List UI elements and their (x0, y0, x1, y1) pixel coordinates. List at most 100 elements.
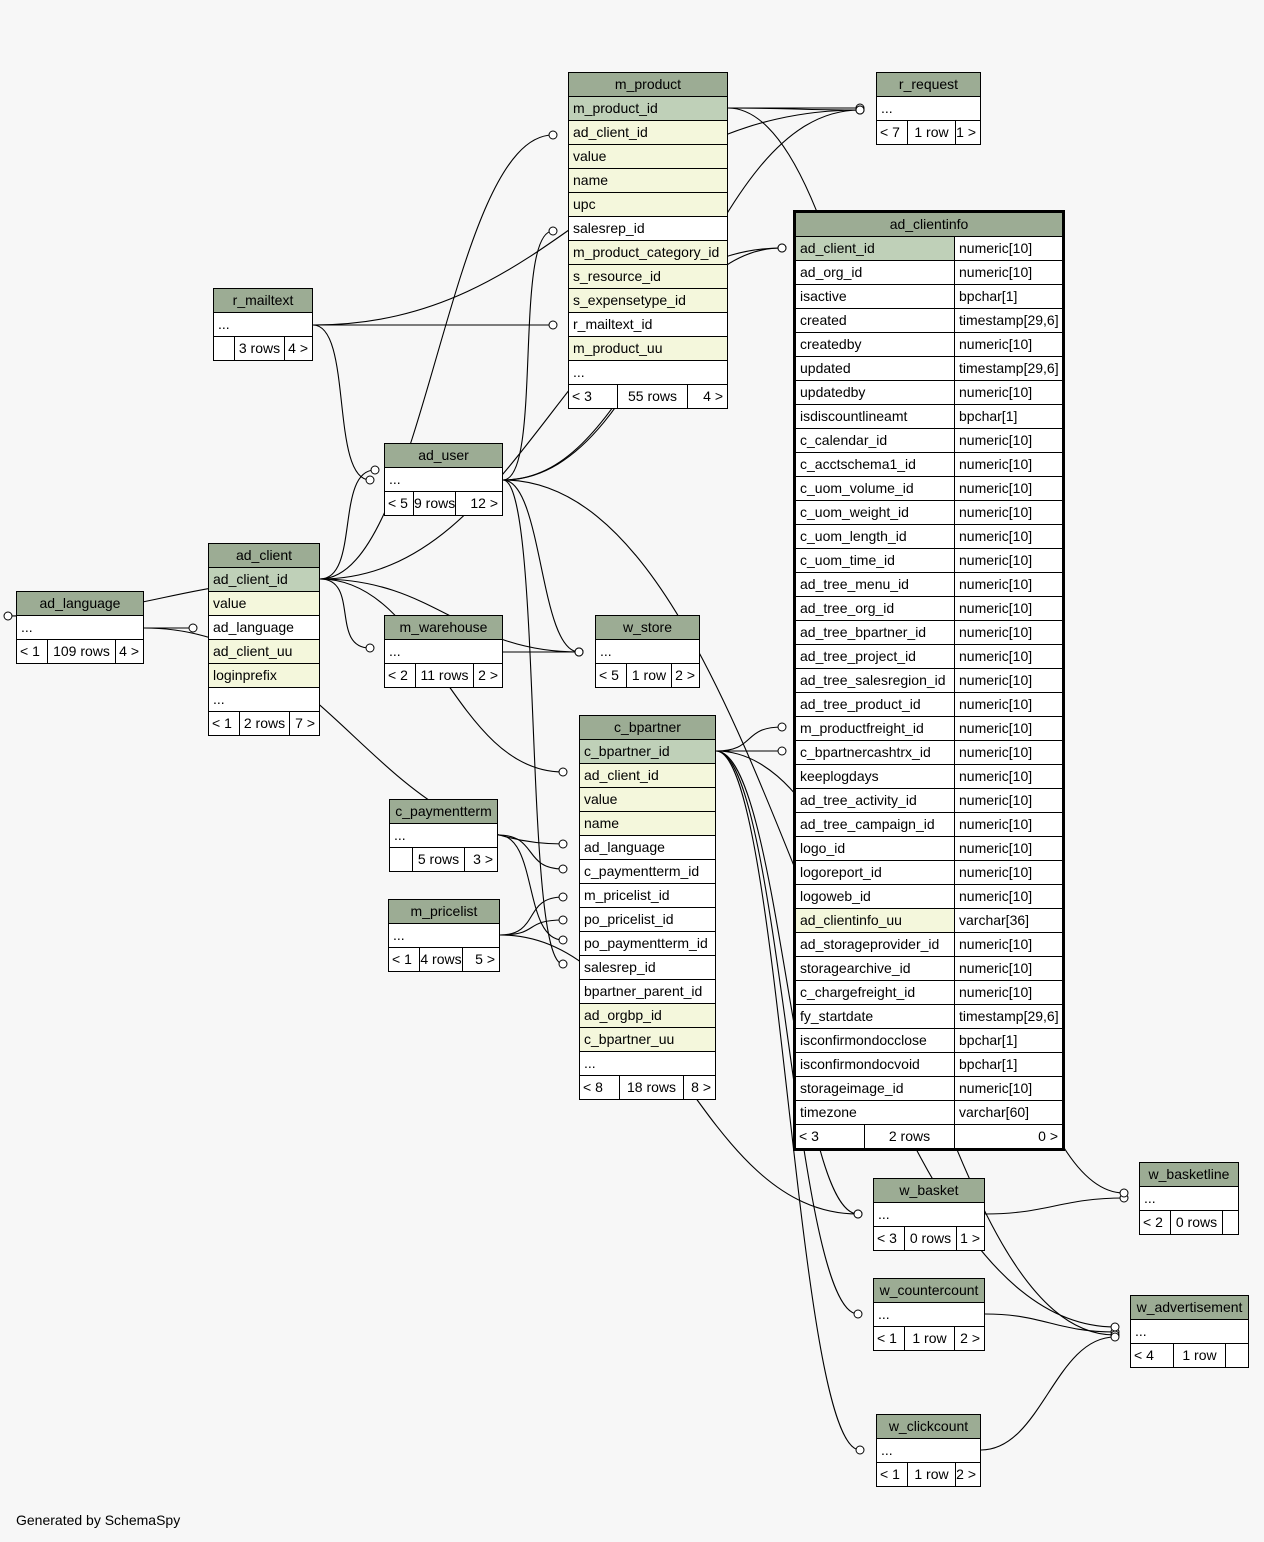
table-column[interactable]: ... (385, 468, 502, 492)
table-column[interactable]: value (580, 788, 715, 812)
table-column[interactable]: ad_client_id (580, 764, 715, 788)
table-column[interactable]: ad_client_id (569, 121, 727, 145)
table-column[interactable]: m_product_id (569, 97, 727, 121)
table-column[interactable]: salesrep_id (580, 956, 715, 980)
table-column[interactable]: ... (214, 313, 312, 337)
table-column[interactable]: ... (1131, 1320, 1248, 1344)
table-column[interactable]: c_paymentterm_id (580, 860, 715, 884)
table-header[interactable]: ad_client (209, 544, 319, 568)
table-column[interactable]: ... (390, 824, 497, 848)
table-column[interactable]: m_product_uu (569, 337, 727, 361)
table-column[interactable]: r_mailtext_id (569, 313, 727, 337)
table-column[interactable]: ... (1140, 1187, 1238, 1211)
table-header[interactable]: c_paymentterm (390, 800, 497, 824)
table-column[interactable]: ... (877, 97, 980, 121)
table-column[interactable]: ... (596, 640, 699, 664)
table-column[interactable]: ... (874, 1203, 984, 1227)
table-header[interactable]: m_warehouse (385, 616, 502, 640)
table-column[interactable]: c_bpartner_id (580, 740, 715, 764)
table-column[interactable]: ... (580, 1052, 715, 1076)
table-column[interactable]: s_expensetype_id (569, 289, 727, 313)
table-header[interactable]: ad_user (385, 444, 502, 468)
table-column[interactable]: ... (389, 924, 499, 948)
table-header[interactable]: w_basket (874, 1179, 984, 1203)
table-header[interactable]: w_clickcount (877, 1415, 980, 1439)
table-column[interactable]: ... (874, 1303, 984, 1327)
table-header[interactable]: m_product (569, 73, 727, 97)
table-column[interactable]: loginprefix (209, 664, 319, 688)
table-column[interactable]: m_product_category_id (569, 241, 727, 265)
table-column[interactable]: ad_client_id (209, 568, 319, 592)
table-header[interactable]: r_request (877, 73, 980, 97)
table-column[interactable]: ... (209, 688, 319, 712)
table-column[interactable]: ad_orgbp_id (580, 1004, 715, 1028)
table-column[interactable]: s_resource_id (569, 265, 727, 289)
table-column[interactable]: po_paymentterm_id (580, 932, 715, 956)
table-column[interactable]: po_pricelist_id (580, 908, 715, 932)
table-header[interactable]: w_store (596, 616, 699, 640)
table-column[interactable]: ad_client_uu (209, 640, 319, 664)
table-column[interactable]: m_pricelist_id (580, 884, 715, 908)
table-column[interactable]: salesrep_id (569, 217, 727, 241)
table-header[interactable]: ad_language (17, 592, 143, 616)
table-column[interactable]: ad_language (209, 616, 319, 640)
table-header[interactable]: ad_clientinfo (796, 213, 1062, 237)
table-column[interactable]: name (569, 169, 727, 193)
table-column[interactable]: name (580, 812, 715, 836)
table-column[interactable]: ... (17, 616, 143, 640)
table-column[interactable]: value (569, 145, 727, 169)
table-header[interactable]: m_pricelist (389, 900, 499, 924)
table-header[interactable]: c_bpartner (580, 716, 715, 740)
table-header[interactable]: w_basketline (1140, 1163, 1238, 1187)
table-column[interactable]: bpartner_parent_id (580, 980, 715, 1004)
table-column[interactable]: ... (385, 640, 502, 664)
table-column[interactable]: c_bpartner_uu (580, 1028, 715, 1052)
table-column[interactable]: ... (569, 361, 727, 385)
